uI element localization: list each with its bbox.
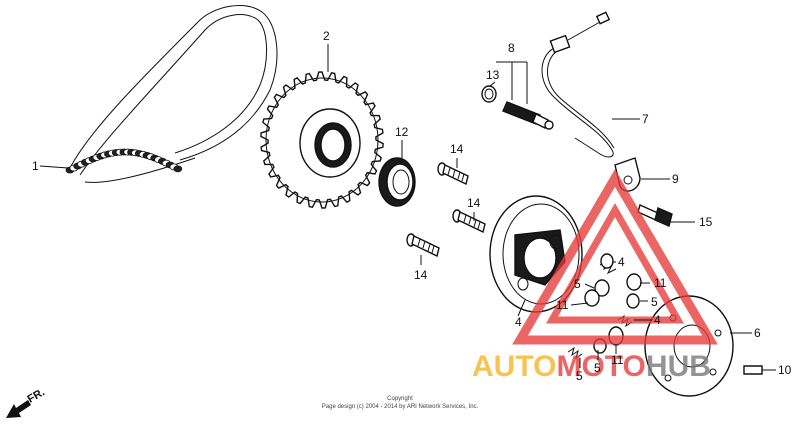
dowel-pin	[743, 365, 763, 375]
chain-link	[173, 165, 183, 173]
callout-1: 1	[32, 159, 39, 173]
bolt-lower	[406, 233, 440, 258]
callout-2: 2	[323, 29, 330, 43]
washer	[481, 85, 497, 103]
callout-14: 14	[414, 268, 428, 282]
callout-15: 15	[699, 215, 713, 229]
callout-4: 5	[576, 369, 583, 383]
callout-7: 7	[642, 112, 649, 126]
callout-14: 14	[467, 196, 481, 210]
starter-clutch	[489, 195, 583, 313]
leader-lines	[39, 44, 776, 371]
copyright-line-1: Copyright	[387, 396, 413, 402]
direction-label: FR.	[26, 386, 47, 405]
callout-12: 12	[395, 125, 409, 139]
callout-14: 14	[450, 142, 464, 156]
bolt-middle	[452, 209, 486, 234]
drive-chain	[65, 5, 278, 183]
callout-3: 4	[515, 315, 522, 329]
callout-4: 4	[654, 313, 661, 327]
callout-4: 4	[618, 255, 625, 269]
callout-5: 5	[651, 295, 658, 309]
callout-11: 11	[654, 276, 667, 290]
callout-13: 13	[486, 68, 500, 82]
callout-9: 9	[672, 172, 679, 186]
callout-5: 5	[594, 361, 601, 375]
arrow-icon	[6, 400, 31, 418]
watermark-text-1: AUTO	[472, 350, 556, 383]
callout-11: 11	[556, 298, 569, 312]
watermark-text-3: HUB	[646, 350, 711, 383]
callout-11: 11	[611, 353, 624, 367]
wire-harness	[541, 11, 615, 158]
watermark: AUTOMOTOHUB	[472, 169, 718, 383]
neutral-switch	[502, 101, 554, 130]
svg-text:AUTOMOTOHUB: AUTOMOTOHUB	[472, 350, 711, 383]
callout-6: 6	[754, 326, 761, 340]
watermark-text-2: MOTO	[556, 350, 645, 383]
callout-8: 8	[508, 41, 515, 55]
front-direction-indicator: FR.	[6, 386, 47, 418]
flange-bolt	[637, 204, 673, 227]
callout-10: 10	[778, 363, 792, 377]
callout-5: 5	[574, 277, 581, 291]
sprocket	[260, 71, 384, 209]
bolt-upper	[437, 162, 469, 186]
oil-seal	[378, 157, 416, 207]
watermark-triangle	[512, 169, 718, 345]
copyright-line-2: Page design (c) 2004 - 2014 by ARI Netwo…	[322, 404, 479, 410]
